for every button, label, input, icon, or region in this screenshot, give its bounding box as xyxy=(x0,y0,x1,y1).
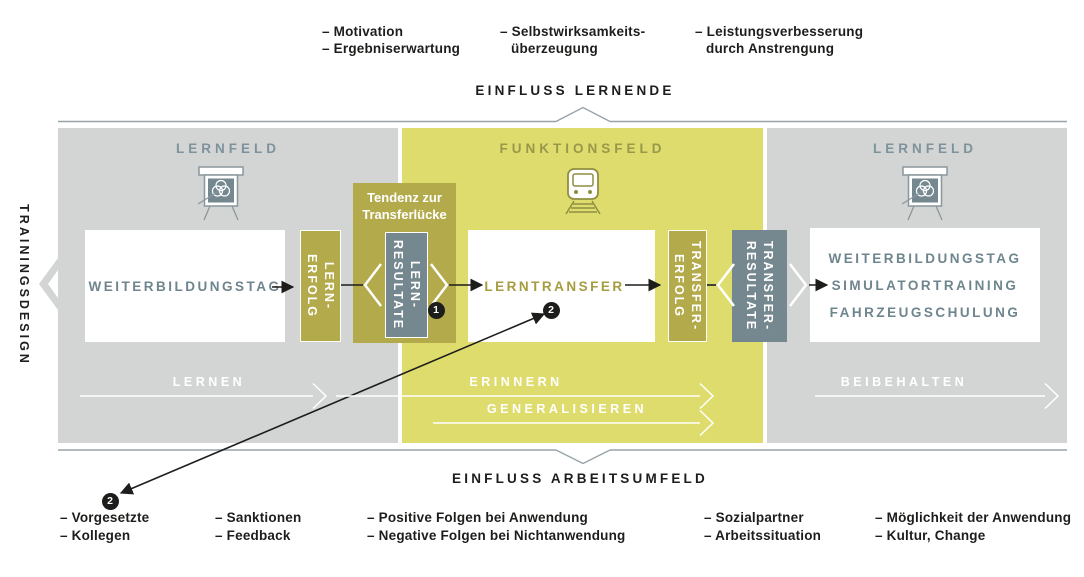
flipchart-icon xyxy=(901,166,948,221)
application-line2: SIMULATORTRAINING xyxy=(831,277,1019,293)
application-line3: FAHRZEUGSCHULUNG xyxy=(829,304,1021,320)
lern-erfolg-line2: ERFOLG xyxy=(305,253,320,319)
lern-resultate-box: LERN- RESULTATE xyxy=(385,232,428,338)
factor-group-motivation: – Motivation – Ergebniserwartung xyxy=(322,23,460,57)
application-list: WEITERBILDUNGSTAG SIMULATORTRAINING FAHR… xyxy=(829,245,1022,326)
flipchart-icon xyxy=(197,166,244,221)
caret-up-icon xyxy=(555,106,611,123)
factor-line: – Ergebniserwartung xyxy=(322,41,461,56)
transfer-resultate-label: TRANSFER- RESULTATE xyxy=(743,241,777,331)
panel-title-funktionsfeld: FUNKTIONSFELD xyxy=(499,141,666,156)
transfer-erfolg-box: TRANSFER- ERFOLG xyxy=(668,230,707,342)
train-icon xyxy=(565,168,601,215)
transfer-gap-line1: Tendenz zur xyxy=(367,190,442,205)
factor-group-sozialpartner: – Sozialpartner – Arbeitssituation xyxy=(704,509,821,545)
transfer-erfolg-line1: TRANSFER- xyxy=(689,240,704,332)
lern-resultate-line1: LERN- xyxy=(408,260,423,310)
factor-line: – Arbeitssituation xyxy=(704,528,822,543)
application-box: WEITERBILDUNGSTAG SIMULATORTRAINING FAHR… xyxy=(810,228,1040,342)
panel-title-lernfeld-right: LERNFELD xyxy=(873,141,977,156)
lerntransfer-label: LERNTRANSFER xyxy=(484,278,625,294)
transfer-gap-label: Tendenz zur Transferlücke xyxy=(353,189,456,223)
factor-line: – Selbstwirksamkeits- xyxy=(500,24,646,39)
trainingsdesign-axis-label: TRAININGSDESIGN xyxy=(17,204,31,366)
factor-group-folgen: – Positive Folgen bei Anwendung – Negati… xyxy=(367,509,625,545)
transfer-resultate-box: TRANSFER- RESULTATE xyxy=(732,230,787,342)
factor-line: – Negative Folgen bei Nichtanwendung xyxy=(367,528,626,543)
factor-line: – Kultur, Change xyxy=(875,528,986,543)
transfer-resultate-line2: RESULTATE xyxy=(744,240,759,332)
lern-resultate-line2: RESULTATE xyxy=(391,239,406,331)
phase-erinnern-label: ERINNERN xyxy=(469,375,563,389)
weiterbildungstag-label: WEITERBILDUNGSTAG xyxy=(88,278,282,294)
phase-lernen-label: LERNEN xyxy=(172,375,246,389)
marker-1: 1 xyxy=(427,301,445,319)
factor-line: – Sozialpartner xyxy=(704,510,804,525)
factor-line: – Möglichkeit der Anwendung xyxy=(875,510,1072,525)
influence-learners-boundary-line xyxy=(58,106,1067,123)
transfer-gap-line2: Transferlücke xyxy=(362,207,447,222)
caret-down-icon xyxy=(555,449,611,465)
transfer-erfolg-line2: ERFOLG xyxy=(672,253,687,319)
application-line1: WEITERBILDUNGSTAG xyxy=(828,250,1022,266)
factor-line: – Vorgesetzte xyxy=(60,510,150,525)
transfer-resultate-line1: TRANSFER- xyxy=(761,240,776,332)
lern-erfolg-box: LERN- ERFOLG xyxy=(300,230,341,342)
panel-title-lernfeld-left: LERNFELD xyxy=(176,141,280,156)
factor-line: durch Anstrengung xyxy=(706,41,835,56)
influence-work-environment-label: EINFLUSS ARBEITSUMFELD xyxy=(452,471,708,486)
influence-work-boundary-line xyxy=(58,449,1067,465)
marker-2-lower: 2 xyxy=(101,492,119,510)
factor-group-moeglichkeit: – Möglichkeit der Anwendung – Kultur, Ch… xyxy=(875,509,1071,545)
transfer-erfolg-label: TRANSFER- ERFOLG xyxy=(671,241,705,331)
marker-2-upper: 2 xyxy=(542,301,560,319)
factor-line: – Positive Folgen bei Anwendung xyxy=(367,510,588,525)
factor-line: – Sanktionen xyxy=(215,510,302,525)
influence-learners-label: EINFLUSS LERNENDE xyxy=(475,83,675,98)
factor-line: – Leistungsverbesserung xyxy=(695,24,864,39)
phase-generalisieren-label: GENERALISIEREN xyxy=(486,402,648,416)
factor-line: – Motivation xyxy=(322,24,404,39)
factor-line: überzeugung xyxy=(511,41,598,56)
phase-beibehalten-label: BEIBEHALTEN xyxy=(840,375,968,389)
lern-resultate-label: LERN- RESULTATE xyxy=(390,240,424,330)
trainingsdesign-chevron-icon xyxy=(39,258,58,310)
factor-line: – Feedback xyxy=(215,528,291,543)
factor-group-sanktionen: – Sanktionen – Feedback xyxy=(215,509,301,545)
factor-group-vorgesetzte: – Vorgesetzte – Kollegen xyxy=(60,509,149,545)
lerntransfer-box: LERNTRANSFER xyxy=(468,230,655,342)
lern-erfolg-line1: LERN- xyxy=(322,261,337,311)
factor-group-leistungsverbesserung: – Leistungsverbesserung durch Anstrengun… xyxy=(695,23,863,57)
weiterbildungstag-box: WEITERBILDUNGSTAG xyxy=(85,230,285,342)
lern-erfolg-label: LERN- ERFOLG xyxy=(304,254,338,318)
factor-line: – Kollegen xyxy=(60,528,131,543)
factor-group-selbstwirksamkeit: – Selbstwirksamkeits- überzeugung xyxy=(500,23,645,57)
